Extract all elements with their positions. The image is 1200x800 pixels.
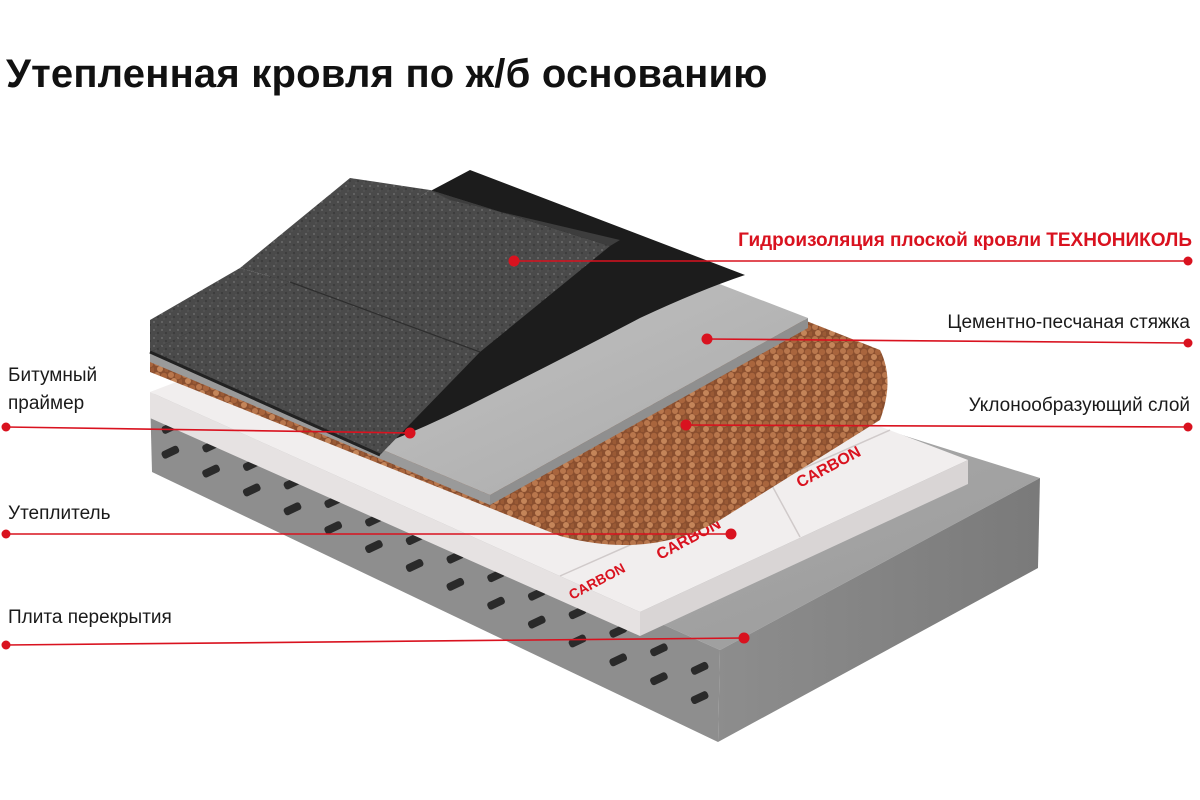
rebar-end — [650, 672, 668, 686]
callout-insulation — [1, 528, 737, 540]
rebar-end — [242, 483, 261, 497]
rebar-end — [324, 521, 343, 535]
slab-right-face — [718, 478, 1040, 742]
membrane-sheet-2 — [290, 190, 610, 352]
rebar-end — [690, 691, 709, 705]
callout-slab — [1, 632, 750, 650]
waterproofing-membrane — [149, 178, 620, 457]
membrane-sheet-3 — [150, 268, 290, 352]
rebar-end — [365, 540, 383, 554]
rebar-end — [405, 559, 424, 572]
label-primer-line2: праймер — [8, 393, 85, 414]
rebar-end — [446, 577, 465, 591]
insulation-front-face — [150, 392, 640, 636]
membrane-sheet-1 — [150, 282, 480, 455]
label-waterproofing: Гидроизоляция плоской кровли ТЕХНОНИКОЛЬ — [738, 230, 1192, 251]
rebar-end — [487, 596, 505, 610]
rebar-end — [283, 502, 302, 516]
callout-slope — [680, 419, 1193, 432]
screed-right-face — [490, 318, 808, 505]
membrane-sheet-5 — [430, 190, 620, 246]
callouts — [1, 255, 1193, 650]
rebar-end — [202, 464, 220, 478]
label-slope: Уклонообразующий слой — [968, 395, 1190, 416]
rebar-end — [650, 643, 668, 657]
label-primer-line1: Битумный — [8, 365, 98, 386]
rebar-end — [690, 661, 709, 675]
insulation-right-face — [640, 460, 968, 636]
rebar-end — [527, 615, 546, 629]
label-screed: Цементно-песчаная стяжка — [947, 312, 1190, 333]
callout-screed — [701, 333, 1193, 348]
rebar-end — [568, 634, 587, 648]
rebar-end — [609, 653, 628, 667]
membrane-sheet-4 — [240, 178, 430, 282]
rebar-end — [161, 445, 180, 459]
label-slab: Плита перекрытия — [8, 607, 172, 628]
label-insulation: Утеплитель — [8, 503, 111, 524]
callout-primer — [1, 422, 416, 439]
page-title: Утепленная кровля по ж/б основанию — [6, 52, 768, 96]
callout-waterproofing — [508, 255, 1193, 267]
